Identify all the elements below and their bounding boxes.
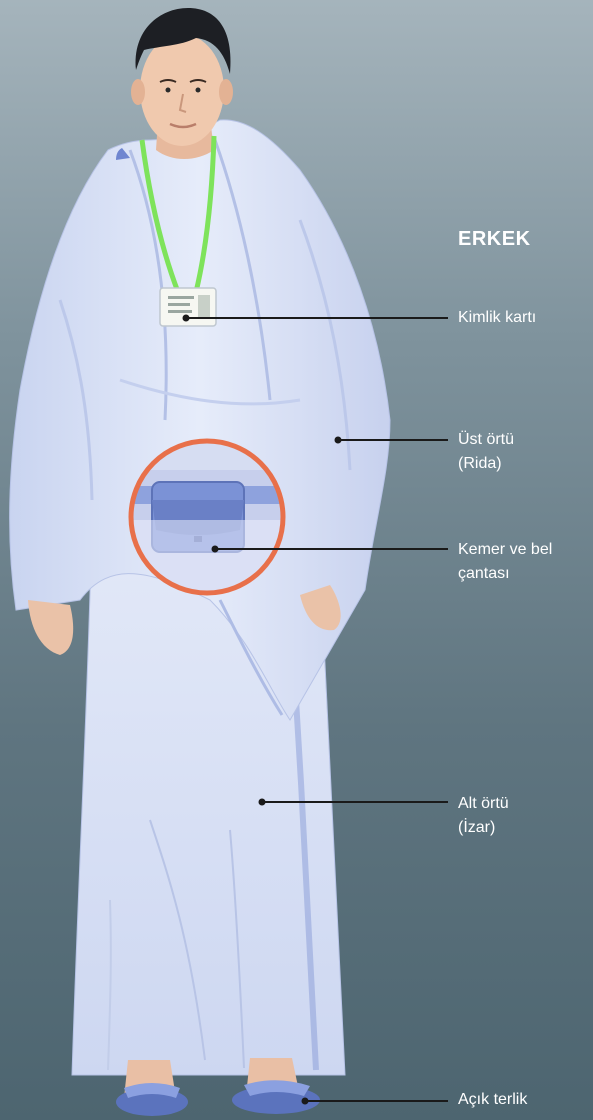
label-id-card-line1: Kimlik kartı bbox=[458, 306, 536, 330]
diagram-title: ERKEK bbox=[458, 228, 531, 251]
label-upper-cloth: Üst örtü (Rida) bbox=[458, 428, 514, 476]
sandals-shape bbox=[116, 1080, 320, 1116]
label-sandals-line1: Açık terlik bbox=[458, 1088, 527, 1112]
label-upper-cloth-line2: (Rida) bbox=[458, 452, 514, 476]
label-lower-cloth-line2: (İzar) bbox=[458, 816, 509, 840]
label-belt-bag-line2: çantası bbox=[458, 562, 552, 586]
label-upper-cloth-line1: Üst örtü bbox=[458, 428, 514, 452]
label-belt-bag-line1: Kemer ve bel bbox=[458, 538, 552, 562]
label-lower-cloth: Alt örtü (İzar) bbox=[458, 792, 509, 840]
label-id-card: Kimlik kartı bbox=[458, 306, 536, 330]
label-sandals: Açık terlik bbox=[458, 1088, 527, 1112]
label-belt-bag: Kemer ve bel çantası bbox=[458, 538, 552, 586]
label-lower-cloth-line1: Alt örtü bbox=[458, 792, 509, 816]
